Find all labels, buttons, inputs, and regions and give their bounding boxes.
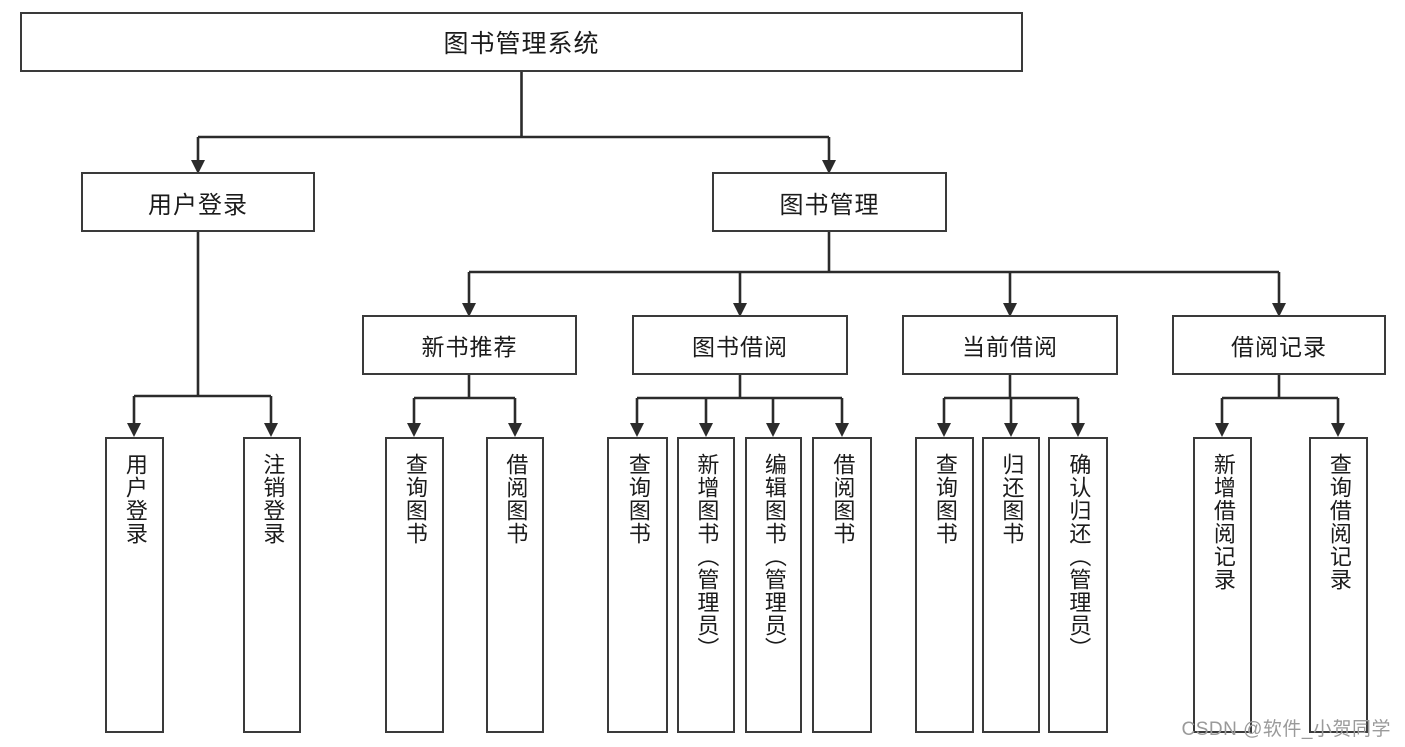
leaf-user-login[interactable]: 用户登录 xyxy=(105,437,164,733)
arrowhead-borrow-leaf4 xyxy=(835,423,849,437)
arrowhead-borrow-leaf1 xyxy=(630,423,644,437)
leaf-edit-book-admin-label: 编辑图书（管理员） xyxy=(761,453,787,660)
arrowhead-record-leaf1 xyxy=(1215,423,1229,437)
arrowhead-current-leaf1 xyxy=(937,423,951,437)
arrowhead-new-leaf2 xyxy=(508,423,522,437)
leaf-return-book[interactable]: 归还图书 xyxy=(982,437,1040,733)
node-borrow-record[interactable]: 借阅记录 xyxy=(1172,315,1386,375)
leaf-confirm-return-admin-label: 确认归还（管理员） xyxy=(1066,453,1092,660)
leaf-logout[interactable]: 注销登录 xyxy=(243,437,301,733)
leaf-edit-book-admin[interactable]: 编辑图书（管理员） xyxy=(745,437,802,733)
node-root[interactable]: 图书管理系统 xyxy=(20,12,1023,72)
arrowhead-user-leaf1 xyxy=(127,423,141,437)
leaf-add-book-admin[interactable]: 新增图书（管理员） xyxy=(677,437,735,733)
leaf-confirm-return-admin[interactable]: 确认归还（管理员） xyxy=(1048,437,1108,733)
node-book-management-label: 图书管理 xyxy=(779,191,880,219)
leaf-query-book-new[interactable]: 查询图书 xyxy=(385,437,444,733)
node-current-borrow-label: 当前借阅 xyxy=(962,334,1058,360)
leaf-borrow-book-borrow[interactable]: 借阅图书 xyxy=(812,437,872,733)
leaf-query-book-borrow-label: 查询图书 xyxy=(625,453,651,545)
leaf-query-book-new-label: 查询图书 xyxy=(402,453,428,545)
arrowhead-current-leaf2 xyxy=(1004,423,1018,437)
leaf-query-book-current[interactable]: 查询图书 xyxy=(915,437,974,733)
node-user-login-label: 用户登录 xyxy=(148,191,248,219)
arrowhead-borrow-leaf2 xyxy=(699,423,713,437)
leaf-query-book-current-label: 查询图书 xyxy=(932,453,958,545)
node-root-label: 图书管理系统 xyxy=(443,30,600,58)
node-book-borrow[interactable]: 图书借阅 xyxy=(632,315,848,375)
arrowhead-record-leaf2 xyxy=(1331,423,1345,437)
arrowhead-user-leaf2 xyxy=(264,423,278,437)
leaf-add-book-admin-label: 新增图书（管理员） xyxy=(694,453,720,660)
node-current-borrow[interactable]: 当前借阅 xyxy=(902,315,1118,375)
arrowhead-borrow-leaf3 xyxy=(766,423,780,437)
arrowhead-current-leaf3 xyxy=(1071,423,1085,437)
leaf-borrow-book-borrow-label: 借阅图书 xyxy=(830,453,856,545)
leaf-add-borrow-record-label: 新增借阅记录 xyxy=(1210,453,1236,591)
arrowhead-new-leaf1 xyxy=(407,423,421,437)
leaf-query-borrow-record-label: 查询借阅记录 xyxy=(1326,453,1352,591)
node-book-management[interactable]: 图书管理 xyxy=(712,172,947,232)
leaf-return-book-label: 归还图书 xyxy=(999,453,1025,545)
leaf-borrow-book-new-label: 借阅图书 xyxy=(503,453,529,545)
node-user-login[interactable]: 用户登录 xyxy=(81,172,315,232)
leaf-query-borrow-record[interactable]: 查询借阅记录 xyxy=(1309,437,1368,733)
leaf-query-book-borrow[interactable]: 查询图书 xyxy=(607,437,668,733)
node-new-book-recommend[interactable]: 新书推荐 xyxy=(362,315,577,375)
leaf-add-borrow-record[interactable]: 新增借阅记录 xyxy=(1193,437,1252,733)
leaf-borrow-book-new[interactable]: 借阅图书 xyxy=(486,437,544,733)
node-new-book-recommend-label: 新书推荐 xyxy=(421,334,518,360)
leaf-user-login-label: 用户登录 xyxy=(122,453,148,545)
leaf-logout-label: 注销登录 xyxy=(260,453,286,545)
node-borrow-record-label: 借阅记录 xyxy=(1231,334,1327,360)
node-book-borrow-label: 图书借阅 xyxy=(692,334,788,360)
watermark: CSDN @软件_小贺同学 xyxy=(1181,719,1391,740)
